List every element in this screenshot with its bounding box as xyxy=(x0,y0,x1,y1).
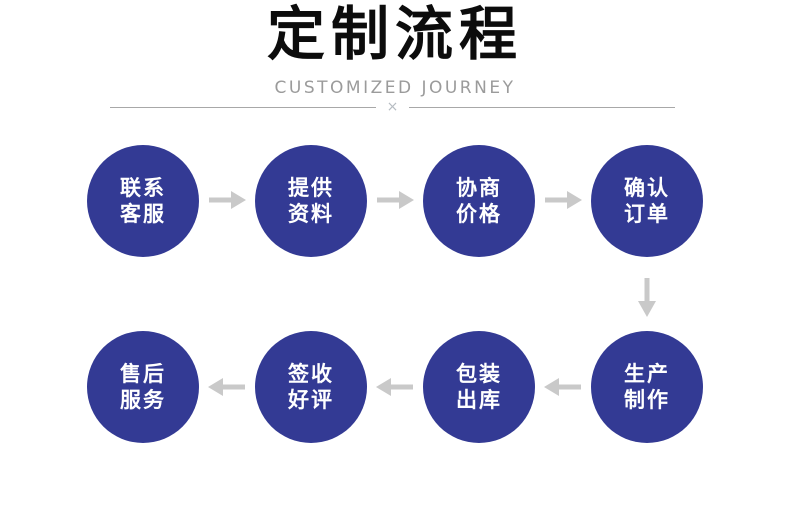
divider: × xyxy=(110,99,676,115)
arrow-right-icon xyxy=(543,187,583,213)
step-packing-shipping: 包装 出库 xyxy=(423,331,535,443)
step-label-line1: 协商 xyxy=(456,175,502,200)
step-after-sales-service: 售后 服务 xyxy=(87,331,199,443)
step-label-line2: 价格 xyxy=(456,202,502,226)
divider-line-left xyxy=(110,106,376,108)
step-label-line1: 确认 xyxy=(624,175,670,200)
divider-line-right xyxy=(409,106,676,108)
step-provide-materials: 提供 资料 xyxy=(255,145,367,257)
step-label-line1: 签收 xyxy=(288,361,334,386)
step-sign-and-review: 签收 好评 xyxy=(255,331,367,443)
arrow-right-icon xyxy=(207,187,247,213)
step-label-line1: 生产 xyxy=(624,361,670,386)
step-label-line2: 客服 xyxy=(120,202,166,226)
arrow-left-icon xyxy=(543,374,583,400)
page-subtitle: CUSTOMIZED JOURNEY xyxy=(274,78,516,98)
step-label-line1: 售后 xyxy=(120,361,166,386)
step-label-line2: 制作 xyxy=(624,388,670,412)
step-label-line2: 订单 xyxy=(624,202,670,226)
step-label-line2: 服务 xyxy=(120,388,166,412)
divider-x-mark: × xyxy=(386,99,399,115)
page-title: 定制流程 xyxy=(266,0,523,68)
step-confirm-order: 确认 订单 xyxy=(591,145,703,257)
step-label-line1: 提供 xyxy=(288,175,334,200)
arrow-down-icon xyxy=(634,276,660,318)
step-label-line2: 好评 xyxy=(288,388,334,412)
step-contact-service: 联系 客服 xyxy=(87,145,199,257)
step-negotiate-price: 协商 价格 xyxy=(423,145,535,257)
step-label-line1: 联系 xyxy=(120,175,166,200)
step-production: 生产 制作 xyxy=(591,331,703,443)
step-label-line2: 出库 xyxy=(456,388,502,412)
step-label-line2: 资料 xyxy=(288,202,334,226)
step-label-line1: 包装 xyxy=(456,361,502,386)
arrow-right-icon xyxy=(375,187,415,213)
arrow-left-icon xyxy=(375,374,415,400)
arrow-left-icon xyxy=(207,374,247,400)
